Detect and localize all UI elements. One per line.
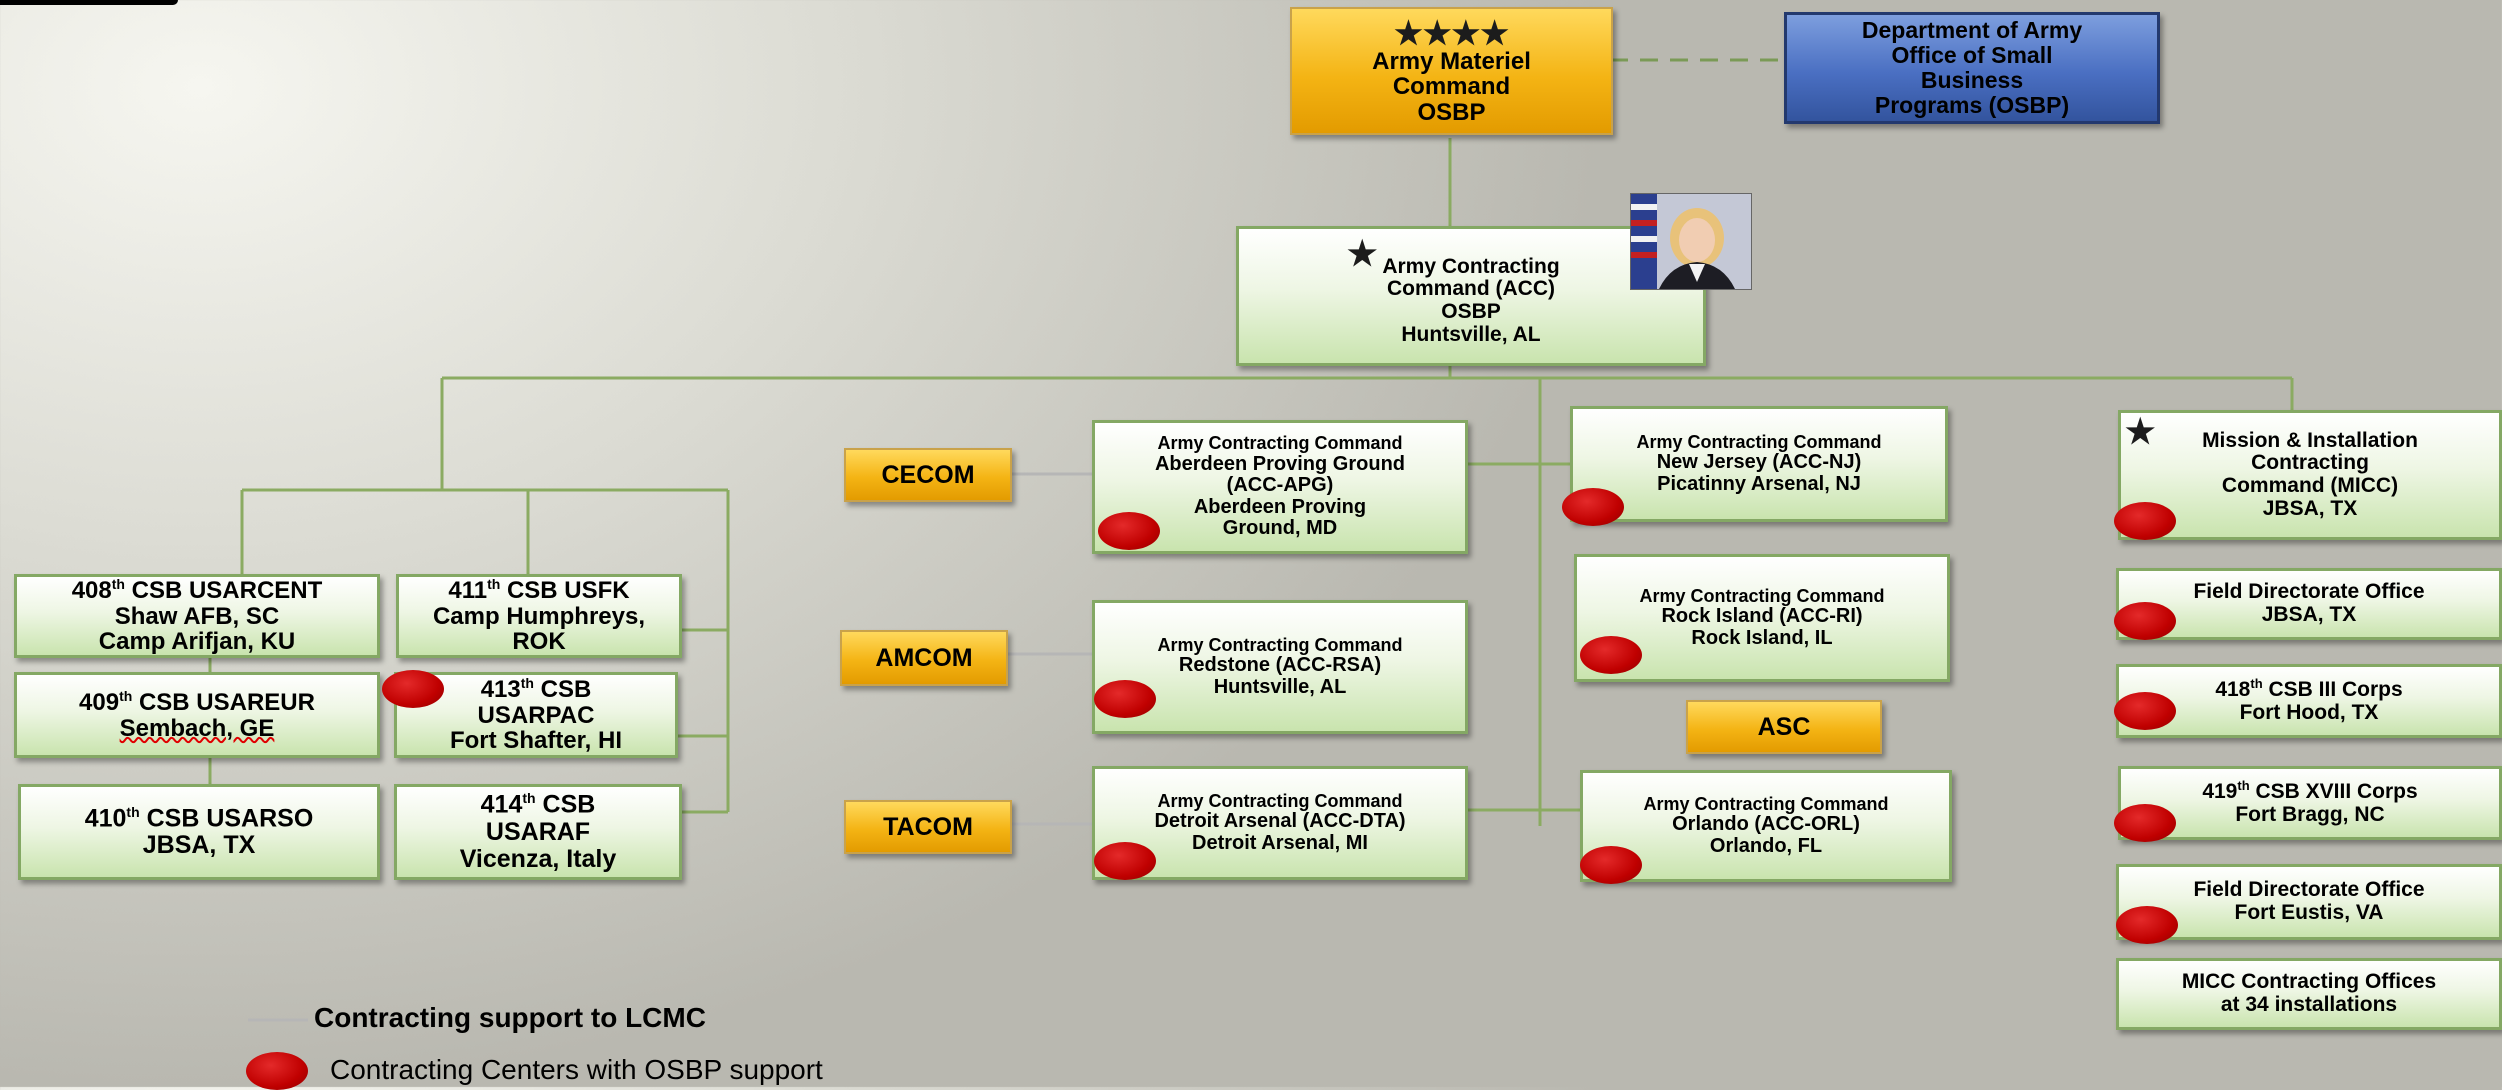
da-osbp-box: Department of Army Office of Small Busin…	[1784, 12, 2160, 124]
micc-offices-box: MICC Contracting Offices at 34 installat…	[2116, 958, 2502, 1030]
acc-line-2: Command (ACC)	[1387, 277, 1555, 301]
amcom-box: AMCOM	[840, 630, 1008, 686]
star-icon: ★	[1347, 235, 1378, 273]
csb-419-box: 419th CSB XVIII Corps Fort Bragg, NC	[2118, 766, 2502, 840]
osbp-dot	[2114, 502, 2176, 540]
cecom-box: CECOM	[844, 448, 1012, 502]
asc-box: ASC	[1686, 700, 1882, 754]
legend-dot-icon	[246, 1052, 308, 1090]
legend-dot-label: Contracting Centers with OSBP support	[330, 1054, 823, 1085]
csb-411-line-2: Camp Humphreys,	[432, 602, 646, 630]
osbp-dot	[382, 670, 444, 708]
acc-orl-box: Army Contracting Command Orlando (ACC-OR…	[1580, 770, 1952, 882]
star-icon: ★	[2125, 413, 2156, 451]
csb-411-box: 411th CSB USFK Camp Humphreys, ROK	[396, 574, 682, 658]
csb-414-box: 414th CSB USARAF Vicenza, Italy	[394, 784, 682, 880]
csb-411-line-3: ROK	[512, 628, 566, 656]
da-line-2: Office of Small	[1891, 42, 2053, 69]
acc-line-3: OSBP	[1441, 300, 1501, 323]
csb-414-line-2: USARAF	[485, 817, 591, 846]
acc-line-1: Army Contracting	[1382, 254, 1560, 278]
osbp-dot	[2114, 602, 2176, 640]
csb-408-box: 408th CSB USARCENT Shaw AFB, SC Camp Ari…	[14, 574, 380, 658]
osbp-dot	[1098, 512, 1160, 550]
osbp-dot	[2116, 906, 2178, 944]
four-stars-icon: ★★★★	[1394, 15, 1509, 52]
csb-410-line-2: JBSA, TX	[142, 831, 256, 860]
osbp-dot	[2114, 692, 2176, 730]
acc-nj-box: Army Contracting Command New Jersey (ACC…	[1570, 406, 1948, 522]
csb-409-box: 409th CSB USAREUR Sembach, GE	[14, 672, 380, 758]
acc-osbp-box: ★ Army Contracting Command (ACC) OSBP Hu…	[1236, 226, 1706, 366]
amc-osbp-box: ★★★★ Army Materiel Command OSBP	[1290, 7, 1613, 135]
amc-line-1: Army Materiel	[1372, 48, 1531, 76]
acc-rsa-box: Army Contracting Command Redstone (ACC-R…	[1092, 600, 1468, 734]
osbp-dot	[1580, 636, 1642, 674]
micc-box: ★ Mission & Installation Contracting Com…	[2118, 410, 2502, 540]
csb-409-line-2: Sembach, GE	[119, 714, 275, 742]
csb-413-line-3: Fort Shafter, HI	[449, 727, 623, 755]
csb-418-box: 418th CSB III Corps Fort Hood, TX	[2116, 664, 2502, 738]
corner-tab	[0, 0, 178, 5]
osbp-dot	[1580, 846, 1642, 884]
osbp-dot	[1094, 680, 1156, 718]
fdo-jbsa-box: Field Directorate Office JBSA, TX	[2116, 568, 2502, 640]
da-line-1: Department of Army	[1861, 17, 2083, 44]
amc-line-2: Command	[1392, 73, 1511, 101]
csb-410-box: 410th CSB USARSO JBSA, TX	[18, 784, 380, 880]
tacom-box: TACOM	[844, 800, 1012, 854]
csb-408-line-3: Camp Arifjan, KU	[98, 628, 296, 656]
acc-line-4: Huntsville, AL	[1401, 322, 1541, 346]
osbp-dot	[1562, 488, 1624, 526]
da-line-3: Business	[1920, 67, 2024, 93]
csb-408-line-2: Shaw AFB, SC	[114, 602, 280, 630]
csb-414-line-3: Vicenza, Italy	[459, 844, 617, 873]
csb-413-line-2: USARPAC	[477, 701, 595, 729]
fdo-eustis-box: Field Directorate Office Fort Eustis, VA	[2116, 864, 2502, 940]
da-line-4: Programs (OSBP)	[1874, 91, 2070, 118]
osbp-dot	[2114, 804, 2176, 842]
commander-portrait	[1630, 193, 1752, 290]
amc-line-3: OSBP	[1417, 98, 1486, 126]
legend-line-label: Contracting support to LCMC	[314, 1002, 706, 1033]
osbp-dot	[1094, 842, 1156, 880]
